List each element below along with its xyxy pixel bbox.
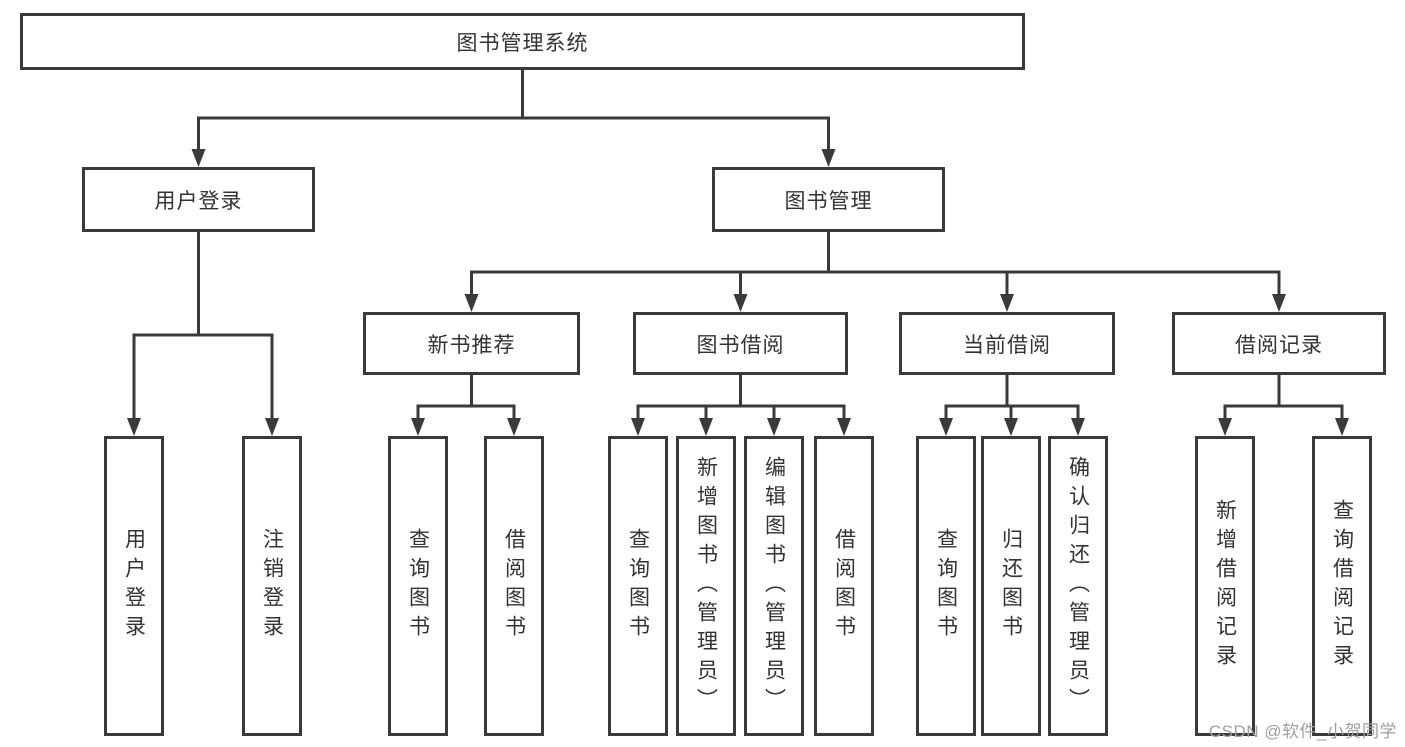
node-current-borrow: 当前借阅	[899, 312, 1115, 375]
leaf-add-book-admin: 新增图书（管理员）	[676, 436, 736, 736]
node-label: 注销登录	[260, 528, 284, 644]
node-label: 借阅记录	[1235, 333, 1323, 357]
node-label: 新增借阅记录	[1213, 499, 1237, 673]
leaf-edit-book-admin: 编辑图书（管理员）	[744, 436, 804, 736]
node-label: 查询图书	[406, 528, 430, 644]
node-label: 用户登录	[154, 189, 243, 213]
connector-book-borrow-to-leaves	[631, 375, 851, 436]
csdn-watermark: CSDN @软件_小贺同学	[1208, 722, 1397, 741]
node-label: 当前借阅	[963, 333, 1051, 357]
node-label: 查询图书	[626, 528, 650, 644]
leaf-query-borrow-record: 查询借阅记录	[1312, 436, 1372, 736]
leaf-borrow-books: 借阅图书	[814, 436, 874, 736]
node-new-book-recommend: 新书推荐	[363, 312, 580, 375]
node-borrow-records: 借阅记录	[1172, 312, 1386, 375]
connector-user-login-to-leaves	[127, 232, 279, 436]
node-label: 确认归还（管理员）	[1066, 455, 1090, 717]
connector-root-to-level2	[191, 69, 836, 167]
leaf-logout: 注销登录	[242, 436, 302, 736]
node-root-library-system: 图书管理系统	[20, 13, 1025, 70]
leaf-query-books-current: 查询图书	[916, 436, 976, 736]
leaf-return-book: 归还图书	[981, 436, 1041, 736]
node-user-login: 用户登录	[82, 167, 315, 232]
node-label: 编辑图书（管理员）	[762, 455, 786, 717]
leaf-query-books-borrow: 查询图书	[608, 436, 668, 736]
leaf-borrow-books-recommend: 借阅图书	[484, 436, 544, 736]
node-label: 归还图书	[999, 528, 1023, 644]
node-label: 图书管理系统	[456, 31, 589, 55]
connector-current-borrow-to-leaves	[939, 375, 1085, 436]
connector-borrow-records-to-leaves	[1218, 375, 1349, 436]
node-label: 借阅图书	[832, 528, 856, 644]
connector-new-book-recommend-to-leaves	[411, 375, 521, 436]
node-label: 查询图书	[934, 528, 958, 644]
node-label: 图书借阅	[696, 333, 785, 357]
node-label: 新增图书（管理员）	[694, 455, 718, 717]
connector-book-management-to-level3	[464, 232, 1286, 312]
leaf-user-login: 用户登录	[104, 436, 164, 736]
node-book-management: 图书管理	[712, 167, 945, 232]
node-label: 用户登录	[122, 528, 146, 644]
leaf-confirm-return-admin: 确认归还（管理员）	[1048, 436, 1108, 736]
node-label: 图书管理	[784, 189, 873, 213]
node-book-borrow: 图书借阅	[633, 312, 848, 375]
node-label: 查询借阅记录	[1330, 499, 1354, 673]
leaf-query-books-recommend: 查询图书	[388, 436, 448, 736]
node-label: 借阅图书	[502, 528, 526, 644]
node-label: 新书推荐	[427, 333, 516, 357]
leaf-add-borrow-record: 新增借阅记录	[1195, 436, 1255, 736]
